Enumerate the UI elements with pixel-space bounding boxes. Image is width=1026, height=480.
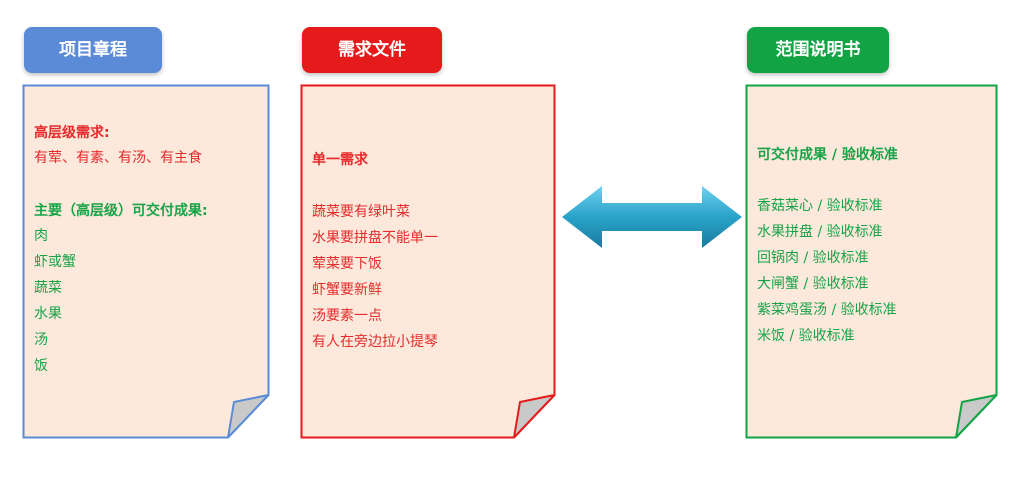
scope-document: 可交付成果 / 验收标准 香菇菜心 / 验收标准 水果拼盘 / 验收标准 回锅肉…: [745, 84, 998, 439]
charter-document: 高层级需求: 有荤、有素、有汤、有主食 主要（高层级）可交付成果: 肉 虾或蟹 …: [22, 84, 270, 439]
list-item: 大闸蟹 / 验收标准: [757, 276, 869, 292]
requirements-heading: 单一需求: [312, 152, 368, 168]
list-item: 虾或蟹: [34, 254, 76, 270]
list-item: 香菇菜心 / 验收标准: [757, 198, 883, 214]
list-item: 蔬菜: [34, 280, 62, 296]
charter-high-level-label: 高层级需求:: [34, 125, 110, 141]
list-item: 虾蟹要新鲜: [312, 282, 382, 298]
list-item: 水果拼盘 / 验收标准: [757, 224, 883, 240]
double-arrow-icon: [562, 186, 742, 248]
list-item: 汤: [34, 332, 48, 348]
charter-high-level-text: 有荤、有素、有汤、有主食: [34, 150, 202, 166]
list-item: 肉: [34, 228, 48, 244]
list-item: 有人在旁边拉小提琴: [312, 334, 438, 350]
requirements-title-tag: 需求文件: [302, 27, 442, 73]
requirements-page-curl: [513, 394, 556, 439]
scope-heading: 可交付成果 / 验收标准: [757, 147, 898, 163]
requirements-paper: [300, 84, 556, 439]
charter-page-curl: [227, 394, 270, 439]
scope-title-tag: 范围说明书: [747, 27, 889, 73]
list-item: 荤菜要下饭: [312, 256, 382, 272]
list-item: 回锅肉 / 验收标准: [757, 250, 869, 266]
list-item: 饭: [34, 358, 48, 374]
list-item: 汤要素一点: [312, 308, 382, 324]
requirements-document: 单一需求 蔬菜要有绿叶菜 水果要拼盘不能单一 荤菜要下饭 虾蟹要新鲜 汤要素一点…: [300, 84, 556, 439]
charter-paper: [22, 84, 270, 439]
scope-page-curl: [955, 394, 998, 439]
charter-title-tag: 项目章程: [24, 27, 162, 73]
list-item: 米饭 / 验收标准: [757, 328, 855, 344]
list-item: 紫菜鸡蛋汤 / 验收标准: [757, 302, 897, 318]
list-item: 水果: [34, 306, 62, 322]
charter-deliverables-label: 主要（高层级）可交付成果:: [34, 203, 208, 219]
scope-paper: [745, 84, 998, 439]
list-item: 水果要拼盘不能单一: [312, 230, 438, 246]
list-item: 蔬菜要有绿叶菜: [312, 204, 410, 220]
